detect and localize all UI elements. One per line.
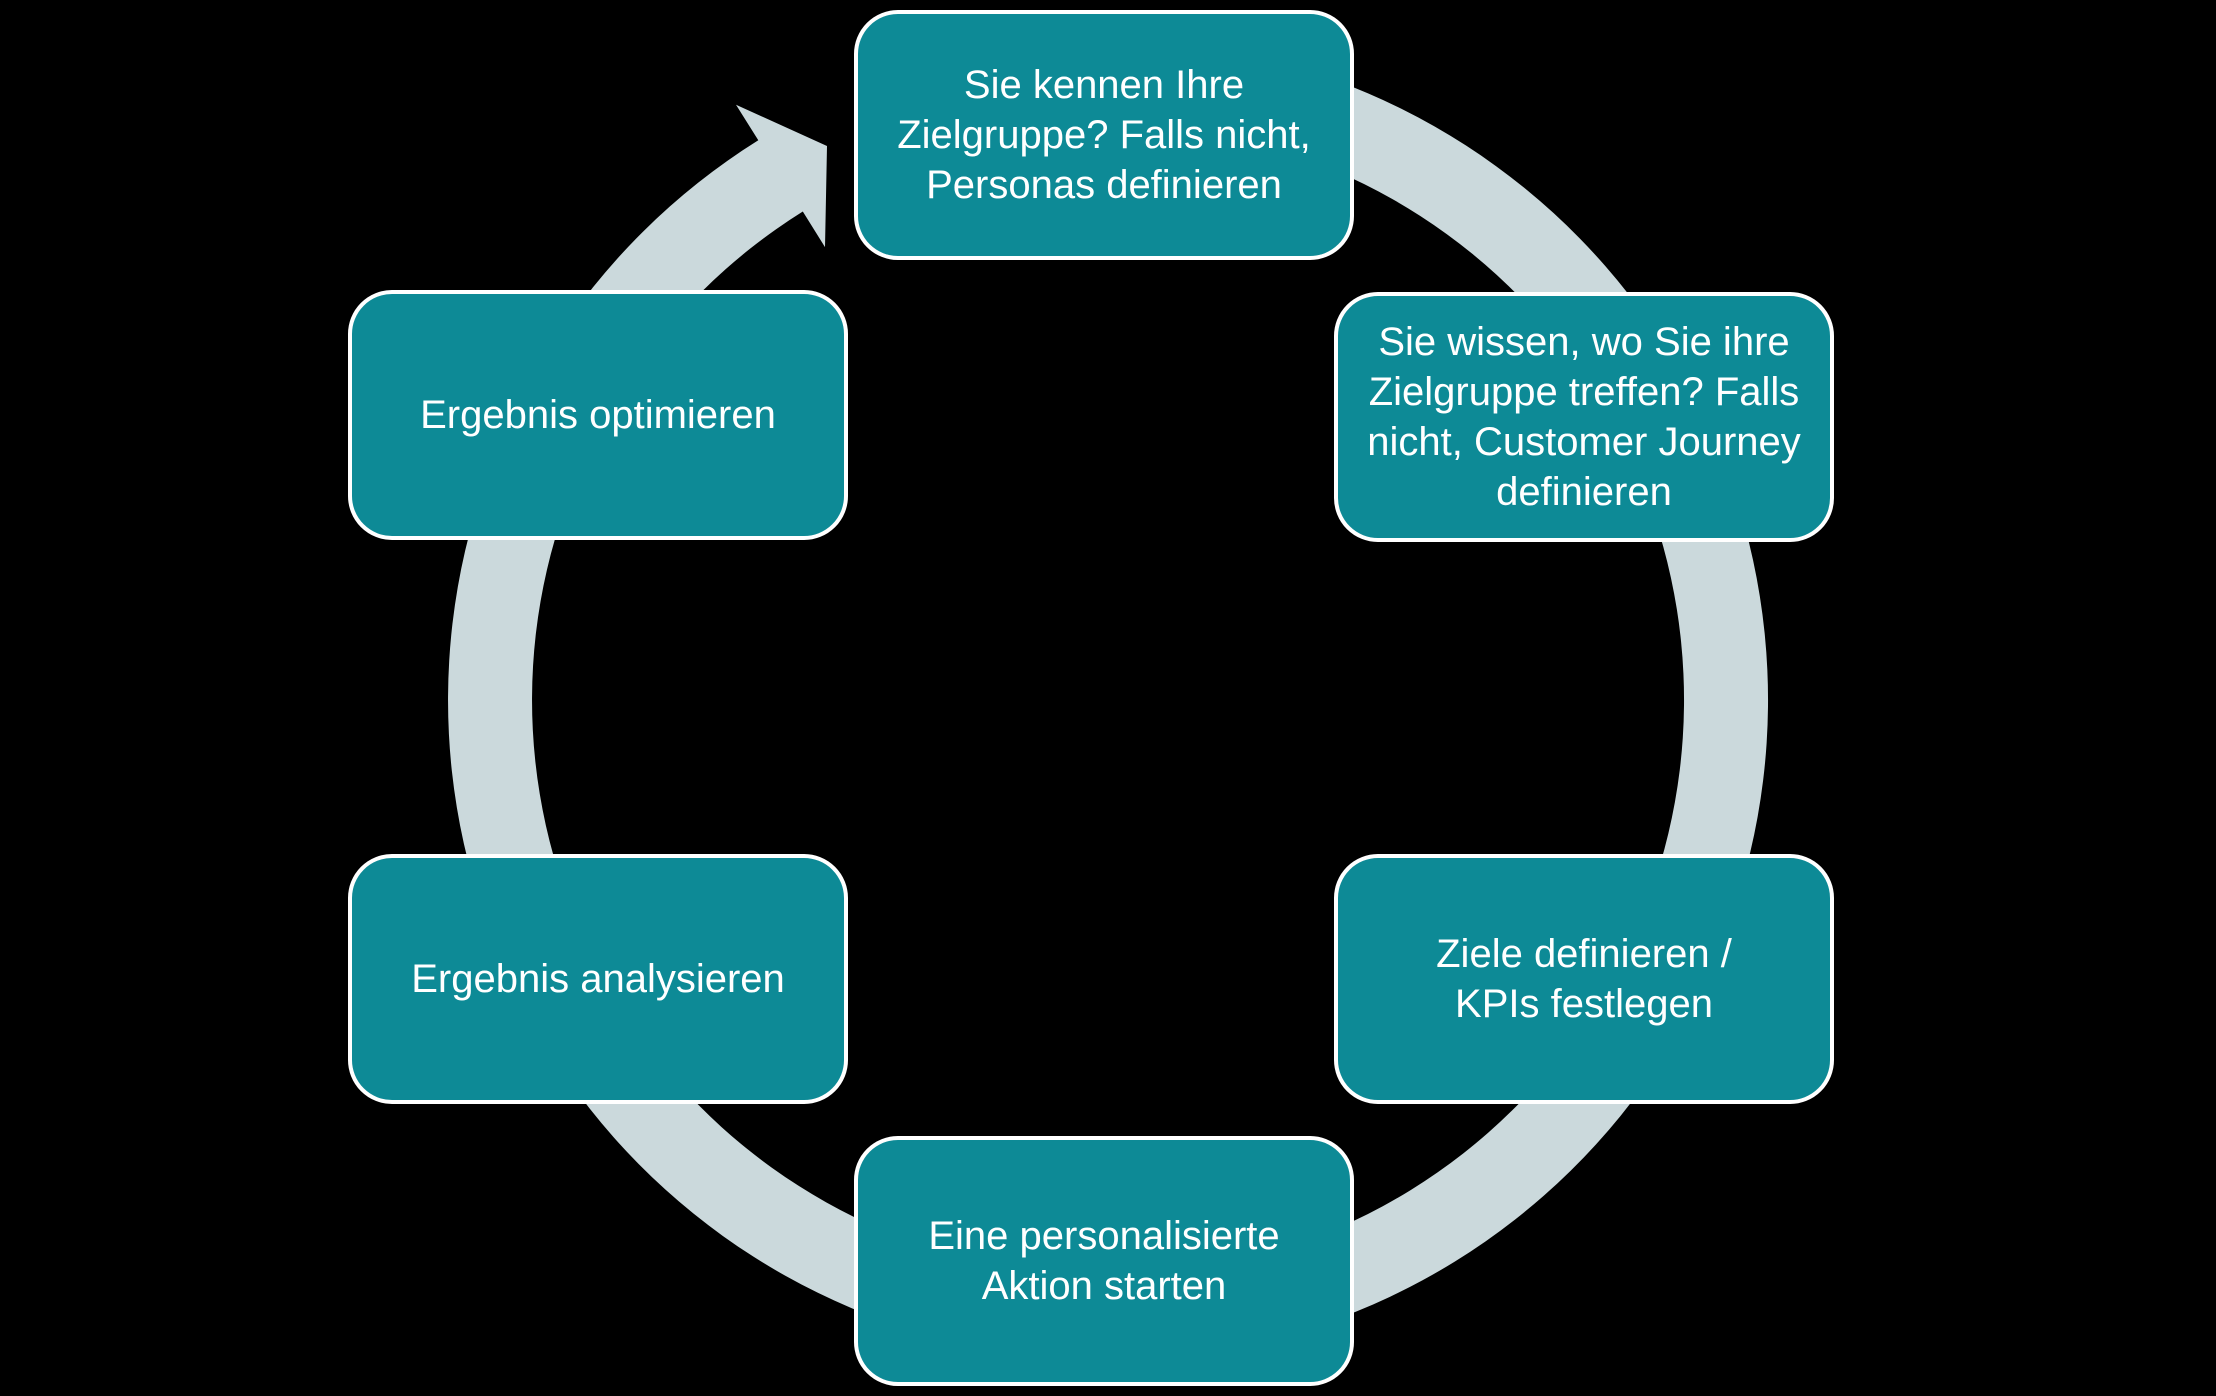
label-line: Ziele definieren / <box>1436 932 1732 976</box>
cycle-node-label: Eine personalisierte Aktion starten <box>928 1211 1279 1311</box>
cycle-node-aktion-starten: Eine personalisierte Aktion starten <box>854 1136 1354 1386</box>
cycle-node-label: Ziele definieren / KPIs festlegen <box>1436 929 1732 1029</box>
label-line: Personas definieren <box>926 163 1282 207</box>
label-line: nicht, Customer Journey <box>1367 420 1801 464</box>
label-line: Ergebnis optimieren <box>420 393 776 437</box>
label-line: Aktion starten <box>981 1264 1227 1308</box>
label-line: Ergebnis analysieren <box>411 957 785 1001</box>
label-line: Zielgruppe treffen? Falls <box>1368 370 1800 414</box>
label-line: KPIs festlegen <box>1455 982 1713 1026</box>
label-line: definieren <box>1496 470 1672 514</box>
cycle-node-label: Ergebnis optimieren <box>420 390 776 440</box>
label-line: Zielgruppe? Falls nicht, <box>897 113 1311 157</box>
cycle-node-label: Ergebnis analysieren <box>411 954 785 1004</box>
cycle-node-ergebnis-analysieren: Ergebnis analysieren <box>348 854 848 1104</box>
cycle-node-label: Sie kennen Ihre Zielgruppe? Falls nicht,… <box>897 60 1311 210</box>
cycle-node-label: Sie wissen, wo Sie ihre Zielgruppe treff… <box>1367 317 1801 517</box>
cycle-node-ziele-kpis: Ziele definieren / KPIs festlegen <box>1334 854 1834 1104</box>
label-line: Eine personalisierte <box>928 1214 1280 1258</box>
label-line: Sie wissen, wo Sie ihre <box>1378 320 1790 364</box>
label-line: Sie kennen Ihre <box>963 63 1245 107</box>
cycle-node-ergebnis-optimieren: Ergebnis optimieren <box>348 290 848 540</box>
cycle-node-customer-journey: Sie wissen, wo Sie ihre Zielgruppe treff… <box>1334 292 1834 542</box>
cycle-node-personas-definieren: Sie kennen Ihre Zielgruppe? Falls nicht,… <box>854 10 1354 260</box>
